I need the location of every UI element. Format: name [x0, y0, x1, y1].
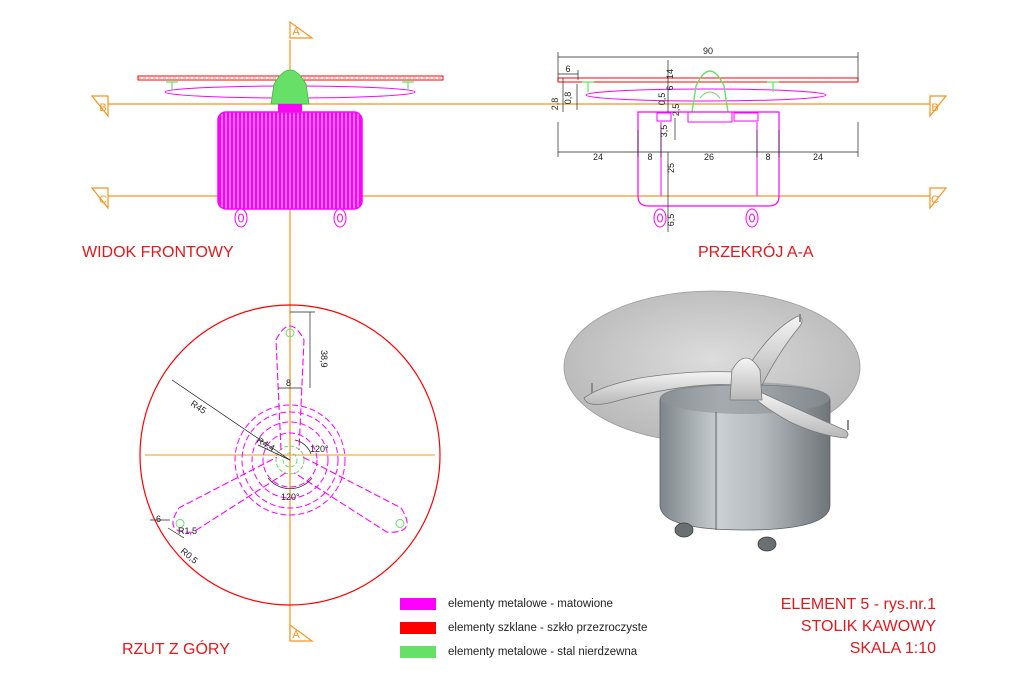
marker-b-left-label: B: [99, 102, 106, 114]
dim-glass-thickness: 6: [565, 64, 570, 74]
dim-r4-4: R4,4: [255, 435, 276, 453]
dim-angle-2: 120°: [281, 492, 300, 502]
dim-seg-4: 8: [765, 152, 770, 162]
dim-tip-width: 6: [156, 514, 161, 524]
section-hub: [691, 70, 729, 113]
dim-r45: R45: [189, 398, 208, 416]
legend-item: elementy metalowe - stal nierdzewna: [400, 644, 637, 660]
dim-seg-5: 24: [813, 152, 823, 162]
drawing-scale: SKALA 1:10: [849, 640, 936, 657]
dim-overall-width: 90: [703, 46, 713, 56]
legend-label: elementy szklane - szkło przezroczyste: [448, 622, 648, 634]
marker-c-left-label: C: [99, 194, 107, 206]
dim-3-5: 3,5: [659, 125, 669, 138]
view-title-section: PRZEKRÓJ A-A: [698, 244, 814, 261]
dim-r1-5: R1,5: [178, 526, 197, 536]
render-hub: [729, 357, 763, 401]
dim-body-height: 25: [666, 163, 676, 173]
marker-b-left: [90, 95, 109, 118]
render-wheel-2: [757, 536, 777, 552]
render-blade-1: [744, 315, 803, 386]
section-glass-top: [557, 77, 859, 83]
legend-label: elementy metalowe - stal nierdzewna: [448, 646, 638, 658]
dim-r0-5: R0,5: [179, 546, 200, 566]
dim-blade-width: 8: [286, 378, 291, 388]
dim-hub-height: 14: [665, 69, 675, 79]
marker-c-left: [90, 187, 109, 210]
dim-6: 6: [665, 85, 675, 90]
dim-wheel-height: 6,5: [666, 214, 676, 227]
top-blade-2: [293, 456, 408, 533]
marker-a-bottom: [289, 623, 314, 642]
legend-item: elementy metalowe - matowione: [400, 596, 613, 612]
marker-c-right-label: C: [931, 194, 939, 206]
element-number: ELEMENT 5 - rys.nr.1: [780, 596, 936, 613]
front-body: [217, 111, 363, 210]
legend-swatch-metal-matte: [400, 598, 436, 610]
drawing-name: STOLIK KAWOWY: [800, 618, 936, 635]
dim-2-5: 2,5: [671, 104, 681, 117]
section-view-drawing: 90 6 14 2,8 0,8 0,5 6 2,5 3,5 24 8 26 8 …: [550, 46, 859, 232]
marker-b-right: [929, 95, 948, 118]
top-view-drawing: R45 8 38,9 R4,4 120° 120° 6 R1,5 R0,5: [139, 304, 441, 606]
marker-a-top-label: A: [292, 26, 300, 38]
marker-b-right-label: B: [931, 102, 938, 114]
legend-label: elementy metalowe - matowione: [448, 598, 613, 610]
render-3d: [563, 290, 861, 552]
marker-a-top: [289, 20, 314, 39]
marker-c-right: [929, 187, 948, 210]
section-blade: [585, 88, 827, 102]
front-hub: [270, 69, 310, 105]
view-title-top: RZUT Z GÓRY: [122, 641, 230, 658]
legend-item: elementy szklane - szkło przezroczyste: [400, 620, 647, 636]
section-markers: [90, 20, 948, 642]
section-body: [637, 111, 780, 207]
dim-seg-3: 26: [704, 152, 714, 162]
render-wheel-1: [674, 522, 694, 538]
legend-swatch-glass: [400, 622, 436, 634]
top-glass-outline: [139, 304, 441, 606]
dim-2-8: 2,8: [550, 98, 560, 111]
dim-angle-1: 120°: [310, 444, 329, 454]
dim-0-8: 0,8: [563, 92, 573, 105]
dim-0-5: 0,5: [657, 93, 667, 106]
dim-seg-2: 8: [647, 152, 652, 162]
dim-blade-length: 38,9: [319, 350, 329, 368]
view-title-front: WIDOK FRONTOWY: [82, 244, 234, 261]
front-view-drawing: [137, 69, 444, 228]
render-blade-2: [583, 371, 736, 405]
marker-a-bottom-label: A: [292, 629, 300, 641]
render-blade-3: [751, 391, 849, 439]
dim-seg-1: 24: [593, 152, 603, 162]
legend-swatch-steel: [400, 646, 436, 658]
top-blade-1: [275, 325, 305, 451]
top-blade-3: [172, 456, 287, 533]
